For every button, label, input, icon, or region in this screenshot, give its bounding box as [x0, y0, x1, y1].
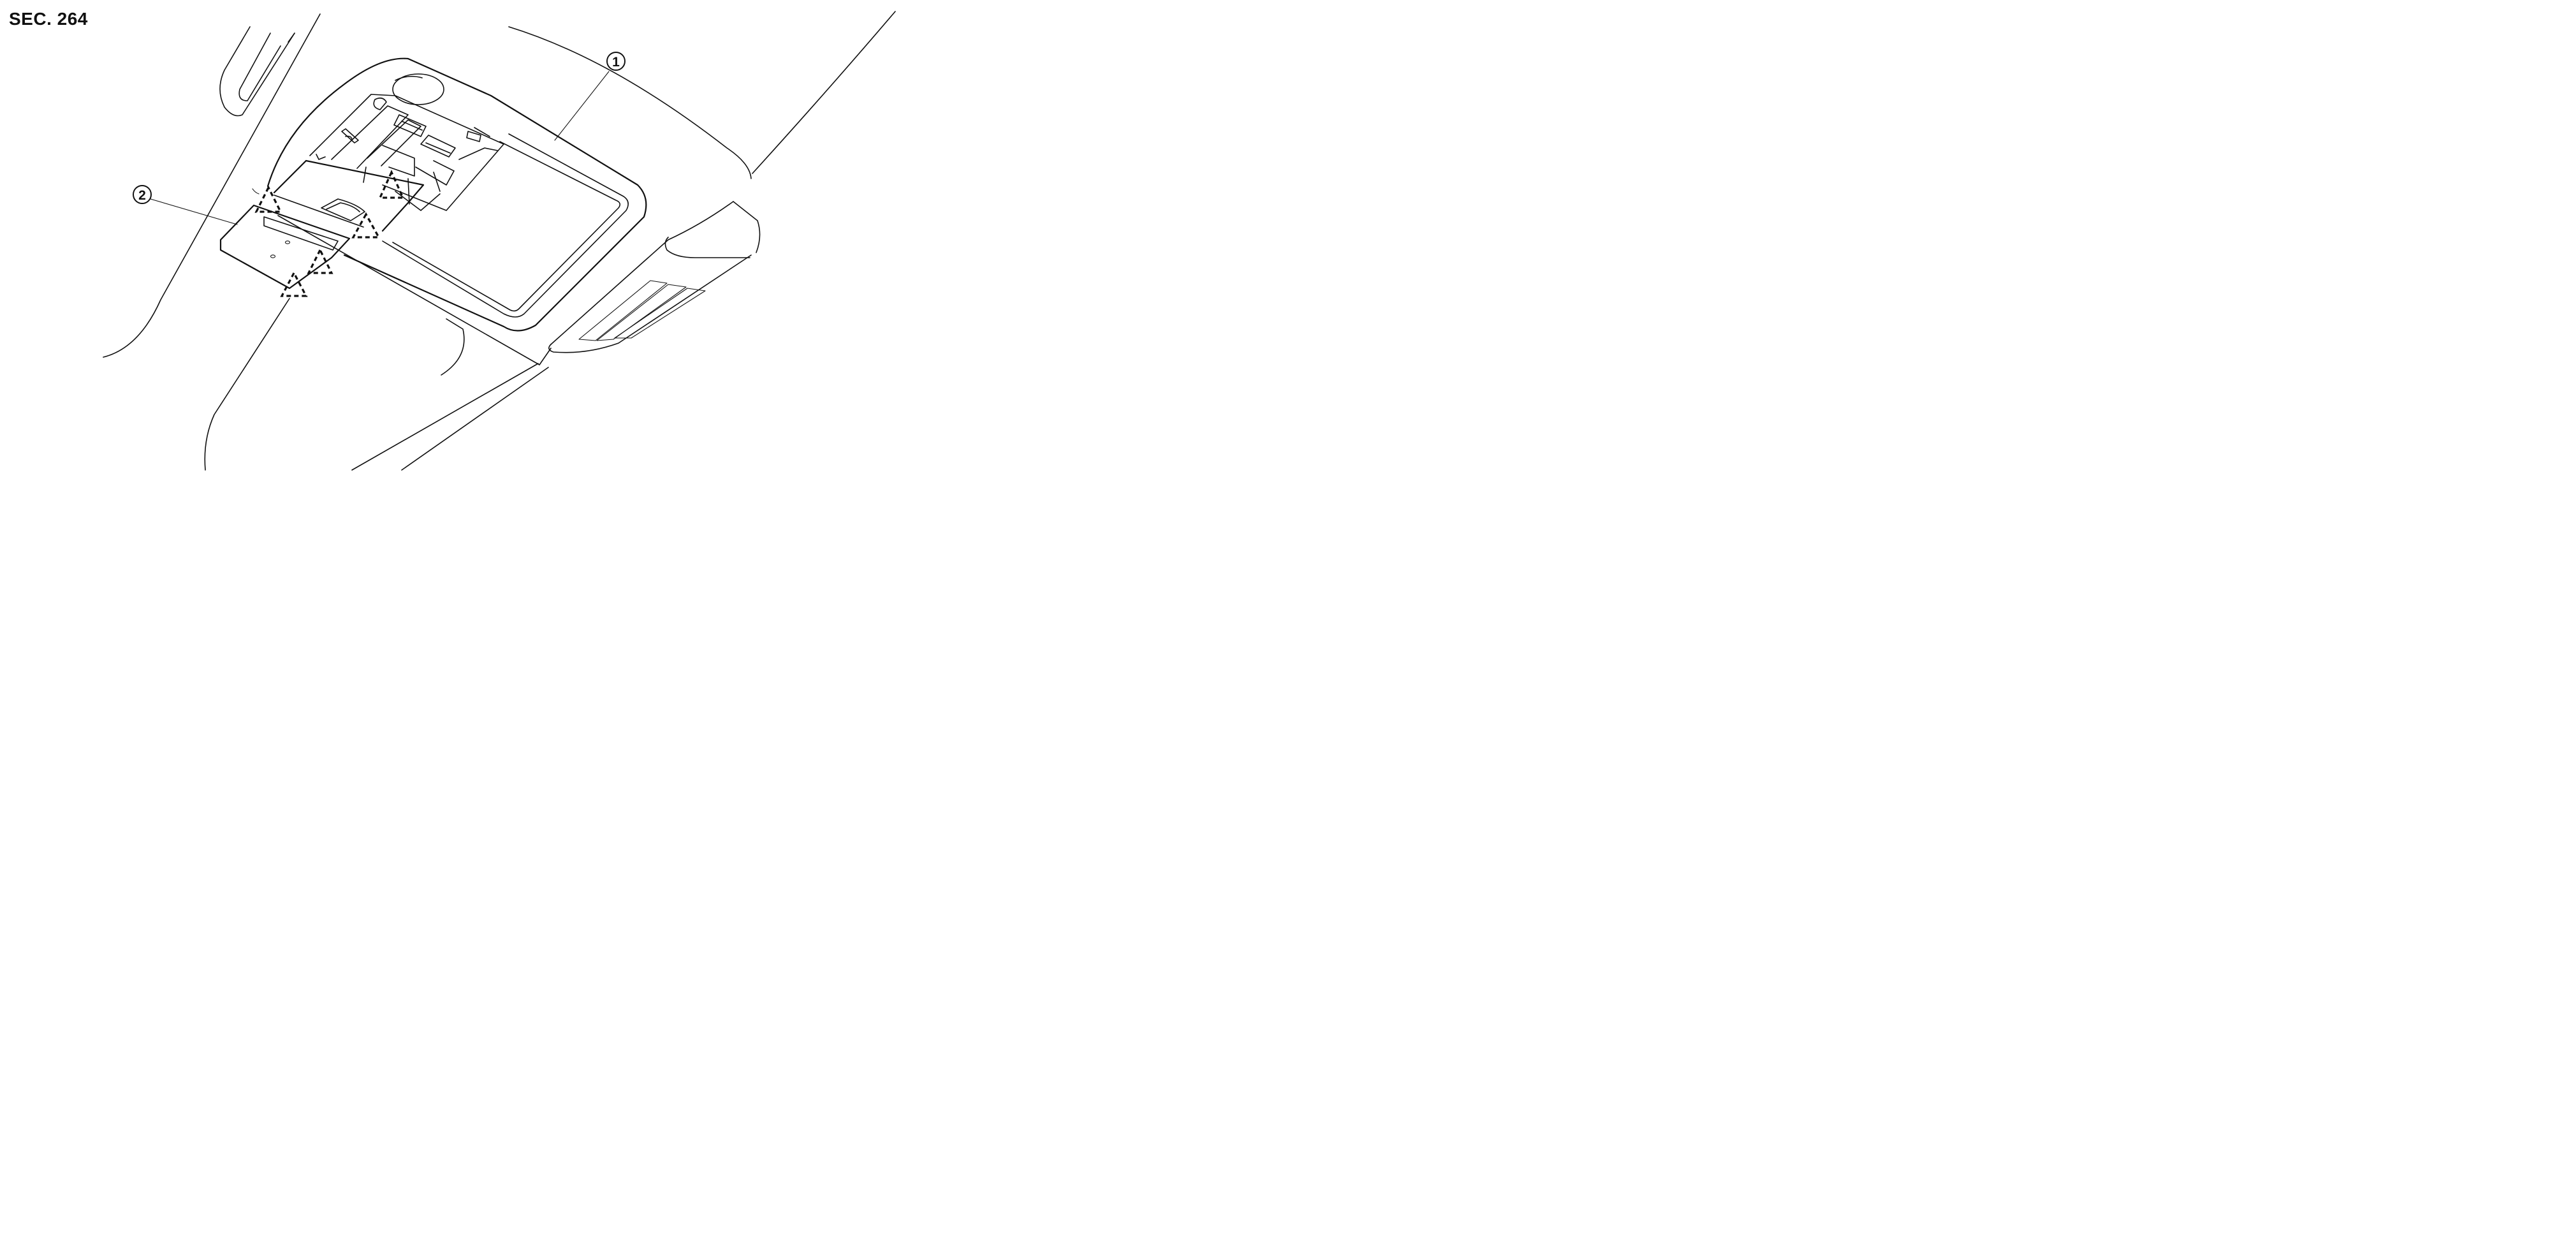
clip-marker-3 — [351, 212, 381, 239]
console-interior — [309, 73, 504, 211]
roof-pillar-trim — [103, 13, 321, 358]
headliner-outline — [204, 11, 896, 471]
console-vent-slots — [578, 280, 706, 341]
callout-2: 2 — [133, 185, 152, 204]
overhead-console-body — [267, 57, 752, 365]
leader-lines — [150, 71, 610, 225]
clip-location-markers — [254, 170, 405, 297]
clip-marker-2 — [254, 185, 282, 213]
callout-1-number: 1 — [612, 55, 620, 70]
leader-line-1 — [554, 71, 610, 141]
callout-2-number: 2 — [138, 188, 146, 203]
callout-1: 1 — [606, 52, 626, 71]
leader-line-2 — [150, 198, 238, 225]
overhead-console-diagram: 1 2 — [103, 11, 896, 471]
clip-marker-1 — [378, 170, 405, 199]
clip-marker-5 — [280, 270, 308, 297]
console-cover — [219, 159, 425, 290]
clip-marker-4 — [307, 247, 333, 274]
section-label: SEC. 264 — [9, 9, 88, 29]
